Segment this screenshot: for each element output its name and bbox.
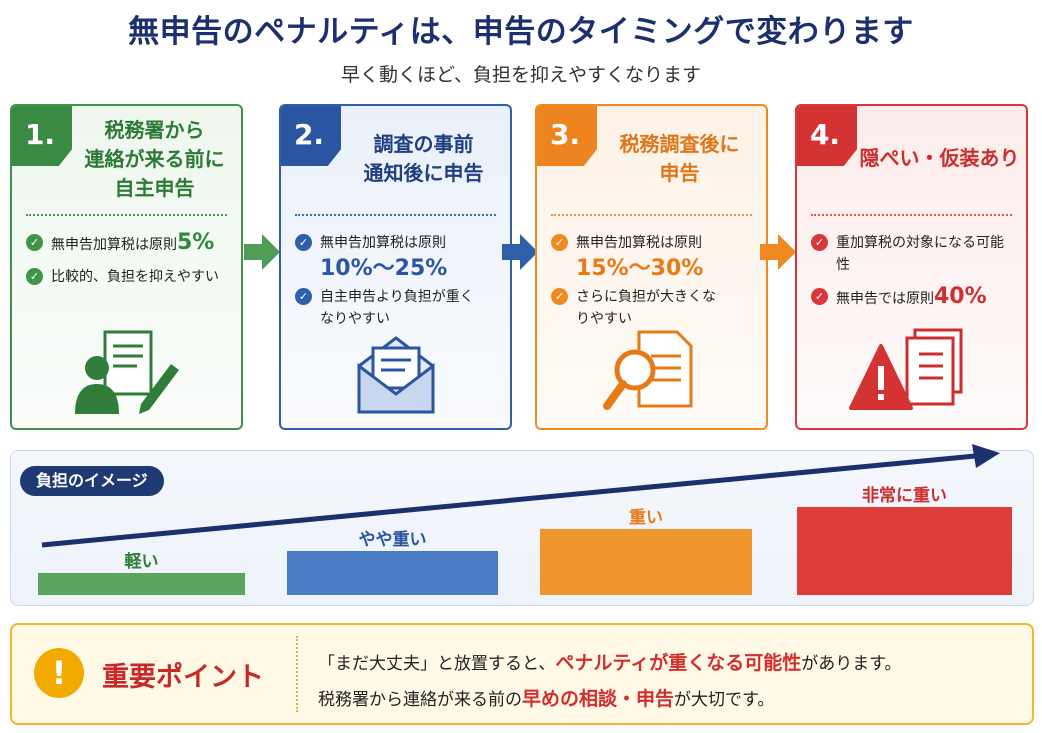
arrow-right-icon (502, 232, 538, 272)
magnifier-document-icon (537, 326, 766, 416)
check-icon: ✓ (811, 234, 828, 251)
step-card-1: 1. 税務署から 連絡が来る前に 自主申告 ✓ 無申告加算税は原則5% ✓ 比較… (10, 104, 243, 430)
step-number: 1. (12, 106, 72, 166)
burden-bar-4 (797, 507, 1012, 595)
page-title: 無申告のペナルティは、申告のタイミングで変わります (128, 14, 914, 50)
list-item: ✓ さらに負担が大きくなりやすい (551, 286, 756, 330)
burden-bar-label: やや重い (358, 530, 427, 550)
check-icon: ✓ (26, 268, 43, 285)
step-number: 4. (797, 106, 857, 166)
important-point-line-2: 税務署から連絡が来る前の早めの相談・申告が大切です。 (318, 688, 775, 710)
check-icon: ✓ (295, 288, 312, 305)
burden-bar-1 (38, 573, 245, 595)
step-title: 調査の事前 通知後に申告 (363, 132, 484, 185)
step-title: 隠ぺい・仮装あり (859, 146, 1020, 170)
page-subtitle: 早く動くほど、負担を抑えやすくなります (340, 64, 702, 86)
burden-bar-label: 非常に重い (862, 486, 947, 506)
list-item: ✓ 重加算税の対象になる可能性 (811, 232, 1016, 276)
check-icon: ✓ (551, 288, 568, 305)
burden-label: 負担のイメージ (20, 466, 164, 496)
arrow-right-icon (760, 232, 796, 272)
list-item: ✓ 無申告では原則40% (811, 286, 1016, 310)
burden-bar-label: 軽い (124, 552, 159, 572)
step-title: 税務署から 連絡が来る前に 自主申告 (84, 118, 225, 200)
list-item: ✓ 比較的、負担を抑えやすい (26, 266, 231, 288)
check-icon: ✓ (26, 234, 43, 251)
important-point-panel (10, 623, 1034, 725)
exclamation-icon: ! (34, 648, 84, 698)
envelope-icon (281, 326, 510, 416)
list-item: ✓ 自主申告より負担が重くなりやすい (295, 286, 500, 330)
step-number: 2. (281, 106, 341, 166)
step-card-4: 4. 隠ぺい・仮装あり ✓ 重加算税の対象になる可能性 ✓ 無申告では原則40% (795, 104, 1028, 430)
person-document-icon (12, 326, 241, 416)
list-item: ✓ 無申告加算税は原則5% (26, 232, 231, 256)
important-point-title: 重要ポイント (102, 662, 264, 693)
step-number: 3. (537, 106, 597, 166)
arrow-right-icon (244, 232, 280, 272)
burden-bar-2 (287, 551, 498, 595)
warning-documents-icon (797, 326, 1026, 416)
check-icon: ✓ (295, 234, 312, 251)
check-icon: ✓ (551, 234, 568, 251)
check-icon: ✓ (811, 288, 828, 305)
step-title: 税務調査後に 申告 (619, 132, 740, 185)
burden-bar-3 (540, 529, 752, 595)
important-point-line-1: 「まだ大丈夫」と放置すると、ペナルティが重くなる可能性があります。 (318, 652, 902, 674)
burden-bar-label: 重い (629, 508, 663, 528)
